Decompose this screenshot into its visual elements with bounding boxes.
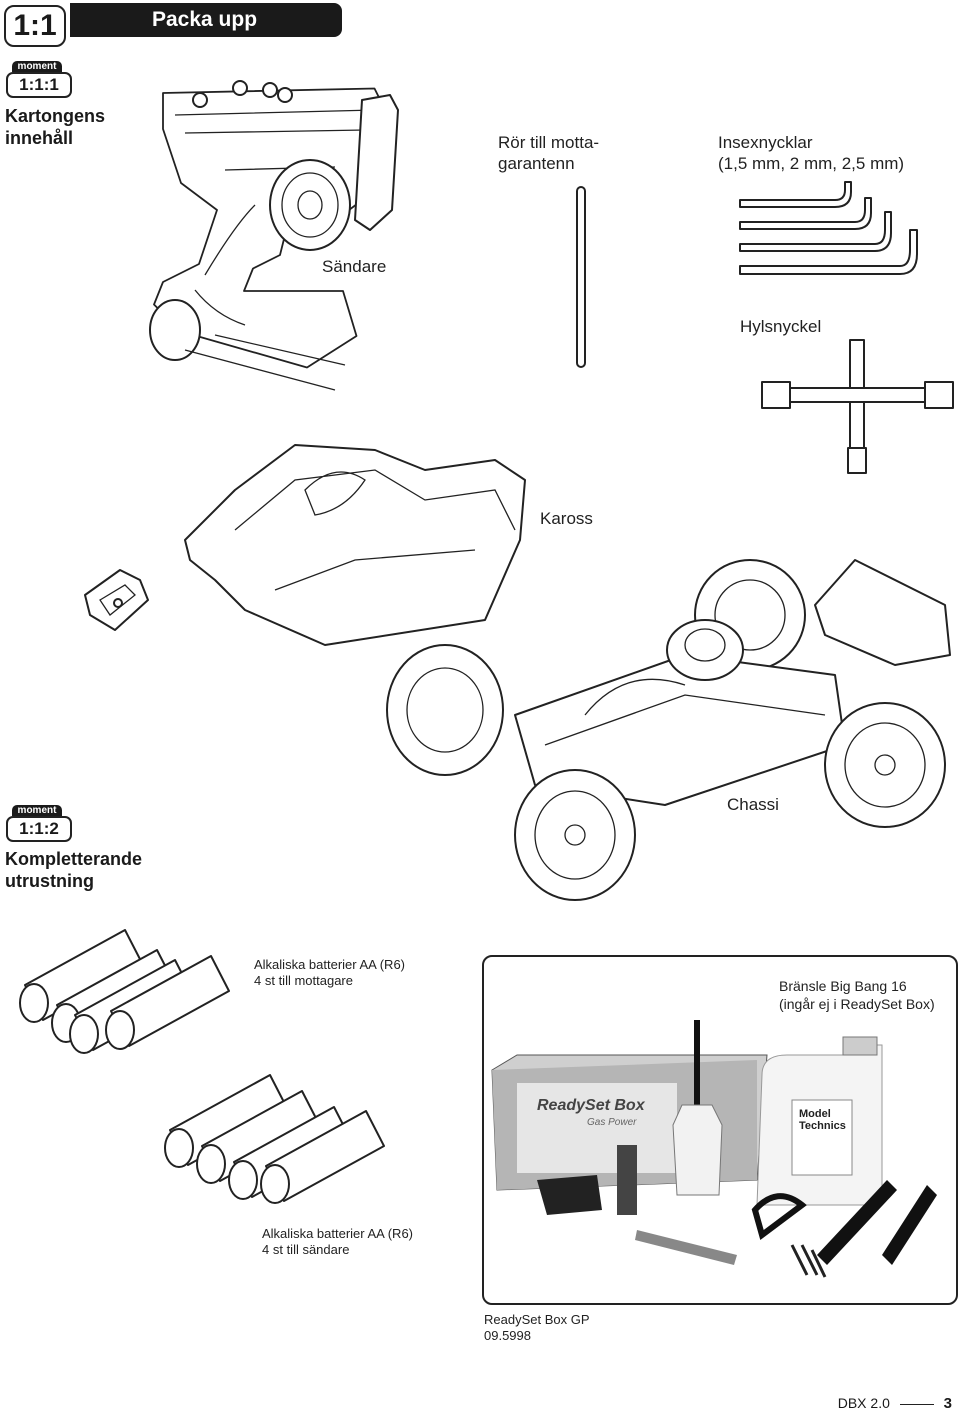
socket-wrench-illustration <box>761 339 954 474</box>
batteries-receiver-caption: Alkaliska batterier AA (R6) 4 st till mo… <box>254 957 406 988</box>
readyset-panel <box>482 955 958 1305</box>
body-mount-illustration <box>84 569 149 631</box>
page-footer: DBX 2.0 3 <box>838 1395 952 1412</box>
moment-badge-1: moment 1:1:1 <box>6 61 72 98</box>
hex-keys-caption: Insexnycklar (1,5 mm, 2 mm, 2,5 mm) <box>718 133 905 173</box>
box-brand-text: ReadySet Box <box>537 1097 646 1114</box>
moment-heading-2: Kompletterande utrustning <box>5 849 143 891</box>
antenna-tube-illustration <box>576 186 586 368</box>
socket-wrench-caption: Hylsnyckel <box>740 317 822 336</box>
chassis-illustration <box>386 559 951 901</box>
bottle-brand-line2: Technics <box>799 1120 846 1132</box>
transmitter-illustration <box>149 80 399 391</box>
moment-label: moment <box>12 805 62 816</box>
transmitter-caption: Sändare <box>322 257 387 276</box>
footer-product: DBX 2.0 <box>837 1395 890 1411</box>
moment-heading-1: Kartongens innehåll <box>5 106 106 148</box>
chassis-caption: Chassi <box>727 795 779 814</box>
box-subtitle-text: Gas Power <box>587 1117 637 1128</box>
footer-divider <box>899 1403 934 1405</box>
batteries-receiver-illustration <box>19 929 230 1054</box>
footer-page-number: 3 <box>943 1395 952 1412</box>
body-shell-illustration <box>184 444 526 646</box>
readyset-caption: ReadySet Box GP 09.5998 <box>484 1312 590 1343</box>
moment-number: 1:1:1 <box>6 72 72 98</box>
moment-label: moment <box>12 61 62 72</box>
body-caption: Kaross <box>540 509 593 528</box>
section-number-badge: 1:1 <box>4 5 66 47</box>
batteries-transmitter-illustration <box>164 1074 385 1204</box>
moment-number: 1:1:2 <box>6 816 72 842</box>
section-title-bar: Packa upp <box>70 3 342 37</box>
batteries-transmitter-caption: Alkaliska batterier AA (R6) 4 st till sä… <box>262 1226 414 1257</box>
moment-badge-2: moment 1:1:2 <box>6 805 72 842</box>
fuel-caption: Bränsle Big Bang 16 (ingår ej i ReadySet… <box>779 978 935 1012</box>
bottle-brand-line1: Model <box>799 1108 831 1120</box>
readyset-kit-photo: ReadySet Box Gas Power Model Technics <box>491 1020 937 1278</box>
antenna-tube-caption: Rör till motta- garantenn <box>498 133 600 173</box>
hex-keys-illustration <box>739 181 918 275</box>
